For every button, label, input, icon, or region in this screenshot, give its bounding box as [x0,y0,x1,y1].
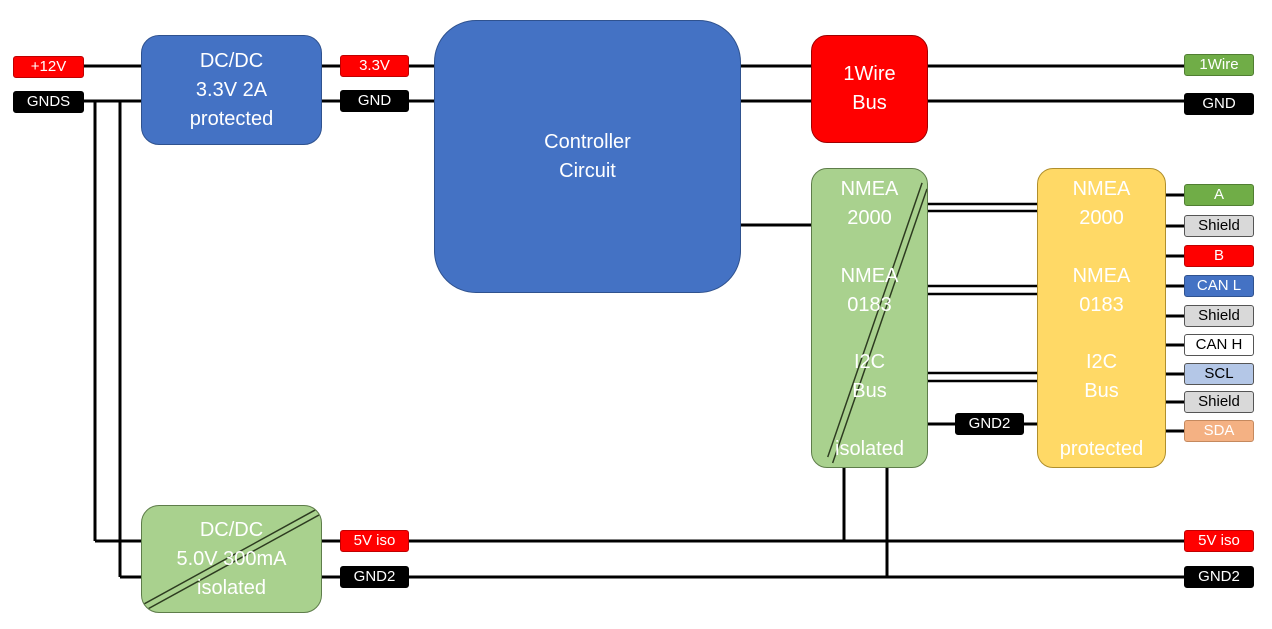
iso-5v-tag: 5V iso [340,530,409,552]
iso-nmea0183-label: NMEA 0183 [812,262,927,320]
dcdc-main-block: DC/DC 3.3V 2A protected [141,35,322,145]
out-gnd-tag: GND [1184,93,1254,115]
out-scl-tag: SCL [1184,363,1254,385]
dcdc-main-line2: 3.3V 2A [195,78,268,101]
input-12v-tag: +12V [13,56,84,78]
out-canl-tag: CAN L [1184,275,1254,297]
iso-nmea0183-a: NMEA [840,265,899,287]
out-canh-tag: CAN H [1184,334,1254,356]
rail-gnd-tag: GND [340,90,409,112]
controller-line1: Controller [544,130,631,153]
iso-nmea0183-b: 0183 [847,294,892,316]
isolated-interface-block: NMEA 2000 NMEA 0183 I2C Bus isolated [811,168,928,468]
rail-33v-tag: 3.3V [340,55,409,77]
prot-nmea2000-a: NMEA [1072,178,1131,200]
prot-nmea0183-label: NMEA 0183 [1038,262,1165,320]
dcdc-iso-line3: isolated [197,576,266,599]
onewire-line2: Bus [852,92,887,114]
dcdc-iso-line1: DC/DC [199,518,264,541]
out-b-tag: B [1184,245,1254,267]
protected-interface-block: NMEA 2000 NMEA 0183 I2C Bus protected [1037,168,1166,468]
prot-i2c-b: Bus [1084,380,1119,402]
prot-nmea2000-b: 2000 [1079,207,1124,229]
input-gnds-tag: GNDS [13,91,84,113]
prot-footer: protected [1059,438,1144,460]
onewire-line1: 1Wire [843,63,896,85]
controller-block: Controller Circuit [434,20,741,293]
iso-i2c-label: I2C Bus [812,348,927,406]
gnd2-mid-tag: GND2 [955,413,1024,435]
out-a-tag: A [1184,184,1254,206]
dcdc-iso-block: DC/DC 5.0V 300mA isolated [141,505,322,613]
out-sda-tag: SDA [1184,420,1254,442]
out-5viso-tag: 5V iso [1184,530,1254,552]
iso-nmea2000-a: NMEA [840,178,899,200]
iso-nmea2000-label: NMEA 2000 [812,175,927,233]
out-shield1-tag: Shield [1184,215,1254,237]
prot-i2c-a: I2C [1085,351,1118,373]
prot-nmea0183-a: NMEA [1072,265,1131,287]
out-shield2-tag: Shield [1184,305,1254,327]
dcdc-main-line1: DC/DC [199,49,264,72]
out-gnd2-tag: GND2 [1184,566,1254,588]
prot-i2c-label: I2C Bus [1038,348,1165,406]
out-1wire-tag: 1Wire [1184,54,1254,76]
out-shield3-tag: Shield [1184,391,1254,413]
controller-line2: Circuit [559,159,616,182]
onewire-bus-block: 1Wire Bus [811,35,928,143]
dcdc-main-line3: protected [189,107,274,130]
iso-nmea2000-b: 2000 [847,207,892,229]
iso-footer: isolated [835,438,904,460]
iso-gnd2-tag: GND2 [340,566,409,588]
dcdc-iso-line2: 5.0V 300mA [176,547,287,570]
prot-nmea2000-label: NMEA 2000 [1038,175,1165,233]
iso-i2c-b: Bus [852,380,887,402]
prot-nmea0183-b: 0183 [1079,294,1124,316]
iso-i2c-a: I2C [853,351,886,373]
